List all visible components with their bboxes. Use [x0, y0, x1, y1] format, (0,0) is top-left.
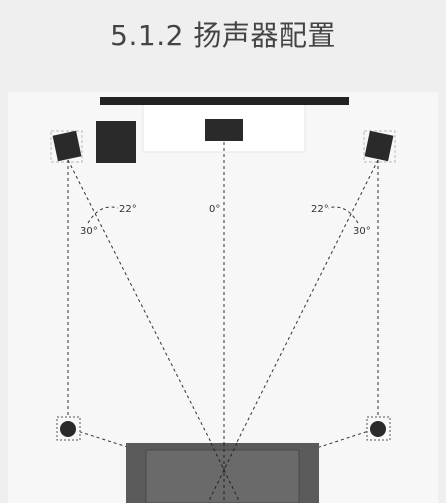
left-inner-angle: 22°	[119, 204, 137, 215]
subwoofer	[96, 121, 136, 163]
right-angle-arc	[327, 206, 359, 224]
front-left-speaker	[52, 130, 82, 162]
speaker-layout-diagram: 22° 30° 0° 22° 30°	[8, 92, 438, 503]
right-outer-angle: 30°	[353, 226, 371, 237]
front-right-speaker	[364, 130, 394, 162]
center-angle: 0°	[209, 204, 220, 215]
left-outer-angle: 30°	[80, 226, 98, 237]
sofa	[126, 443, 319, 503]
tv-screen	[100, 97, 349, 105]
page-title: 5.1.2 扬声器配置	[110, 19, 336, 52]
center-speaker	[205, 119, 243, 141]
right-line-overlay	[207, 442, 238, 503]
title-bar: 5.1.2 扬声器配置	[0, 0, 446, 88]
left-angle-arc	[87, 206, 119, 224]
surround-left-speaker	[60, 421, 76, 437]
right-inner-angle: 22°	[311, 204, 329, 215]
guide-lines-over-sofa	[207, 442, 241, 503]
surround-right-speaker	[370, 421, 386, 437]
left-line-overlay	[210, 442, 241, 503]
sofa-seat	[145, 449, 300, 503]
